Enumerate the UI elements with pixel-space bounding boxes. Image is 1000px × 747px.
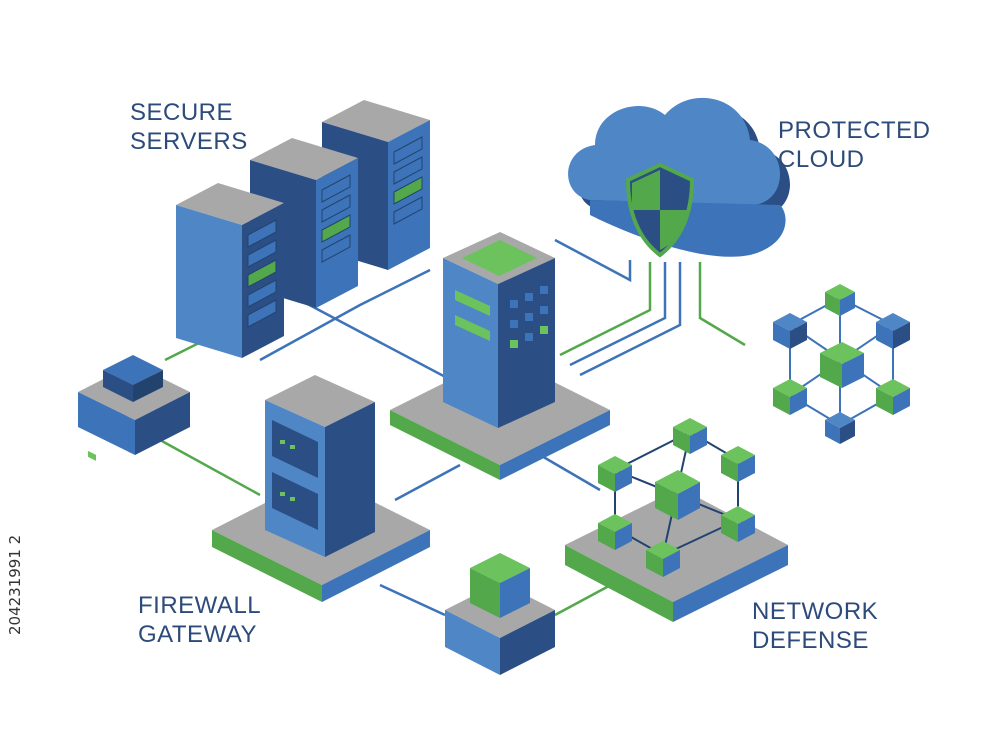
- line-cloud-building-3: [569, 262, 667, 367]
- label-protected-cloud: PROTECTED CLOUD: [778, 116, 931, 174]
- line-cloud-building-4: [579, 262, 682, 377]
- label-line: CLOUD: [778, 146, 865, 173]
- network-node-icon: [445, 553, 555, 675]
- router-icon: [78, 355, 190, 461]
- label-line: DEFENSE: [752, 627, 869, 654]
- label-line: SECURE: [130, 99, 234, 126]
- line-servers-building-2: [259, 268, 431, 362]
- defense-nodes: [598, 418, 755, 577]
- label-secure-servers: SECURE SERVERS: [130, 98, 248, 156]
- cloud-shield-icon: [568, 97, 790, 258]
- building-icon: [390, 232, 610, 480]
- network-cluster-icon: [773, 284, 910, 444]
- label-firewall-gateway: FIREWALL GATEWAY: [138, 591, 261, 649]
- label-network-defense: NETWORK DEFENSE: [752, 597, 878, 655]
- network-defense-icon: [565, 418, 788, 622]
- label-line: SERVERS: [130, 128, 248, 155]
- server-rack-icon: [176, 100, 430, 358]
- line-building-defense: [539, 453, 601, 492]
- line-cloud-network: [698, 262, 746, 347]
- label-line: PROTECTED: [778, 117, 931, 144]
- line-servers-building: [299, 298, 471, 392]
- stock-image-id: 204231991 2: [6, 534, 24, 636]
- label-line: FIREWALL: [138, 592, 262, 619]
- label-line: GATEWAY: [138, 621, 258, 648]
- line-cloud-building-2: [559, 262, 652, 357]
- line-firewall-building: [394, 463, 461, 502]
- label-line: NETWORK: [752, 598, 879, 625]
- line-firewall-node: [379, 583, 446, 617]
- firewall-icon: [212, 375, 430, 602]
- line-router-firewall: [159, 438, 261, 497]
- line-cloud-building-1: [554, 238, 632, 283]
